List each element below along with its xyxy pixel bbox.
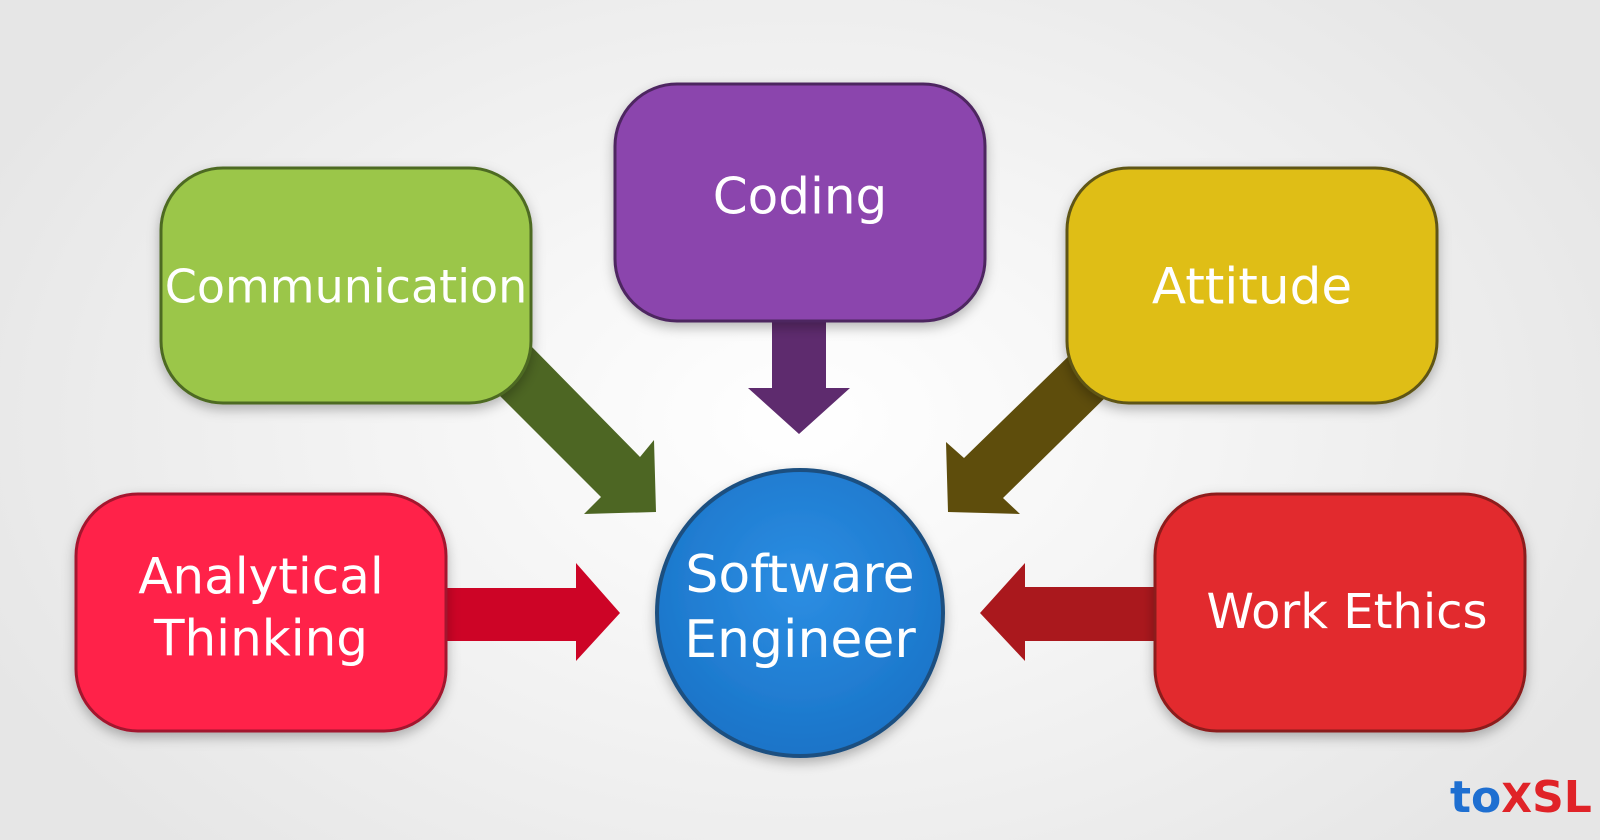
arrow-analytical-thinking [440, 563, 620, 661]
arrow-communication [490, 345, 656, 514]
node-communication-box [159, 166, 533, 405]
node-analytical-thinking-line2: Thinking [153, 610, 368, 668]
logo-part-x: X [1501, 776, 1532, 822]
arrow-coding [748, 320, 850, 434]
node-work-ethics-label: Work Ethics [1206, 584, 1487, 640]
node-work-ethics [1153, 492, 1527, 733]
node-communication-label: Communication [165, 260, 528, 314]
node-attitude-box [1065, 166, 1439, 405]
logo-part-to: to [1450, 772, 1501, 823]
node-attitude-label: Attitude [1152, 258, 1352, 316]
arrow-attitude-shape [946, 350, 1113, 514]
arrow-attitude [946, 350, 1113, 514]
logo-part-sl: SL [1532, 772, 1592, 823]
center-node-circle [655, 468, 945, 758]
center-node [655, 468, 945, 758]
node-coding-box [613, 82, 987, 323]
arrow-coding-shape [748, 320, 850, 434]
node-analytical-thinking-box [74, 492, 448, 733]
node-coding [613, 82, 987, 323]
node-analytical-thinking-line1: Analytical [138, 548, 384, 606]
toxsl-logo: toXSL [1450, 772, 1592, 823]
node-analytical-thinking [74, 492, 448, 733]
node-work-ethics-box [1153, 492, 1527, 733]
logo-text: toXSL [1450, 772, 1592, 823]
arrow-work-ethics-shape [980, 563, 1158, 661]
arrow-analytical-thinking-shape [440, 563, 620, 661]
node-coding-label: Coding [713, 168, 888, 226]
node-attitude [1065, 166, 1439, 405]
center-node-line1: Software [685, 545, 914, 605]
arrow-work-ethics [980, 563, 1158, 661]
arrow-communication-shape [490, 345, 656, 514]
node-communication [159, 166, 533, 405]
center-node-line2: Engineer [684, 610, 916, 670]
